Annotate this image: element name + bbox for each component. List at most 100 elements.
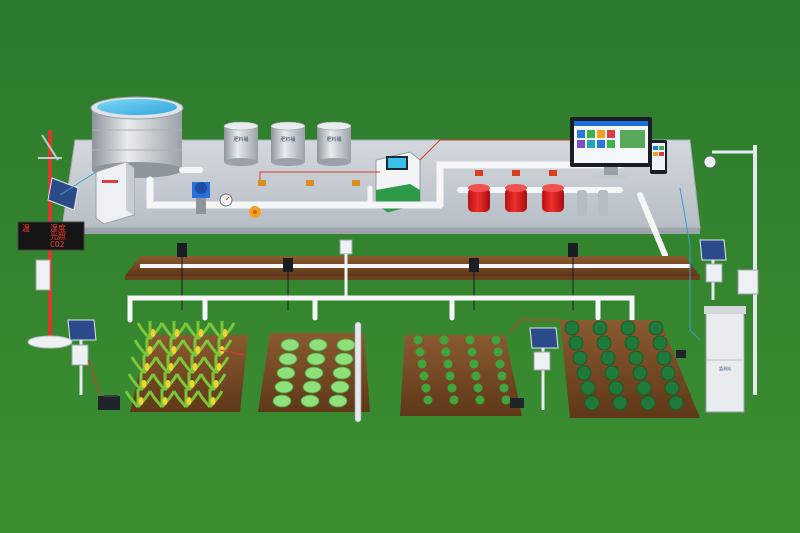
led-row-right: CO2: [50, 240, 65, 249]
solar-sensor-station: [529, 327, 559, 410]
field-distribution-pipe: [127, 295, 635, 323]
broccoli-plant: [636, 380, 652, 396]
dashboard-tiles: [577, 130, 645, 148]
dashboard-tile: [577, 130, 585, 138]
dashboard-camera-feed: [620, 130, 645, 148]
tank-valve: [306, 180, 314, 186]
seedling-plant: [439, 335, 449, 345]
cabbage-plant: [302, 380, 322, 394]
soil-sensor-probe: [510, 398, 524, 408]
broccoli-plant: [652, 335, 668, 351]
mobile-phone: [650, 140, 667, 174]
cabbage-plant: [276, 366, 296, 380]
broccoli-plant: [660, 365, 676, 381]
broccoli-plant: [664, 380, 680, 396]
corn-cob: [210, 397, 216, 405]
filter-tank-1: [468, 184, 490, 212]
control-cabinet: [95, 161, 135, 225]
flow-sensor-node: [568, 243, 578, 310]
flow-sensor-node: [283, 258, 293, 310]
filter-valve: [512, 170, 520, 176]
fertilizer-tank-1: 肥料桶: [223, 121, 259, 166]
corn-plant: [202, 355, 230, 375]
cabbage-plant: [306, 352, 326, 366]
broccoli-plant: [600, 350, 616, 366]
fertilizer-tank-label: 肥料桶: [233, 136, 248, 143]
dashboard-tile: [607, 130, 615, 138]
cabbage-plant: [300, 394, 320, 408]
valve: [249, 206, 261, 218]
cabbage-plant: [272, 394, 292, 408]
broccoli-plant: [648, 320, 664, 336]
corn-cob: [138, 397, 144, 405]
fertilizer-tank-label: 肥料桶: [326, 136, 341, 143]
seedling-plant: [473, 383, 483, 393]
surveillance-camera-icon: [703, 155, 717, 169]
corn-cob: [168, 363, 174, 371]
corn-plant: [196, 389, 224, 409]
seedling-plant: [467, 347, 477, 357]
corn-cob: [174, 329, 180, 337]
broccoli-plant: [632, 365, 648, 381]
cabbage-plant: [336, 338, 356, 352]
seedling-plant: [465, 335, 475, 345]
cabbage-plant: [328, 394, 348, 408]
flow-sensor-node: [177, 243, 187, 310]
seedling-plant: [501, 395, 511, 405]
field-corn: [124, 321, 248, 412]
tank-valve: [258, 180, 266, 186]
broccoli-plant: [640, 395, 656, 411]
control-wires: [59, 171, 701, 396]
broccoli-plant: [668, 395, 684, 411]
seedling-plant: [471, 371, 481, 381]
cabbage-plant: [278, 352, 298, 366]
filter-valve: [549, 170, 557, 176]
dashboard-tile: [597, 140, 605, 148]
dashboard-header: [574, 121, 648, 126]
corn-cob: [171, 346, 177, 354]
corn-cob: [216, 363, 222, 371]
broccoli-plant: [624, 335, 640, 351]
seedling-plant: [445, 371, 455, 381]
dashboard-tile: [597, 130, 605, 138]
seedling-plant: [415, 347, 425, 357]
dashboard-tile: [587, 130, 595, 138]
broccoli-plant: [592, 320, 608, 336]
seedling-plant: [421, 383, 431, 393]
corn-plant: [208, 321, 236, 341]
signal-wire: [419, 139, 570, 161]
soil-sensor-cluster: [98, 395, 120, 410]
broccoli-plant: [604, 365, 620, 381]
monitoring-computer: [570, 117, 652, 178]
corn-cob: [189, 380, 195, 388]
broccoli-plant: [568, 335, 584, 351]
disc-filter: [577, 190, 608, 216]
fertilizer-tank-label: 肥料桶: [280, 136, 295, 143]
seedling-plant: [469, 359, 479, 369]
broccoli-plant: [656, 350, 672, 366]
monitoring-cabinet: 监测站: [704, 306, 746, 413]
seedling-plant: [441, 347, 451, 357]
field-broccoli: [560, 320, 700, 418]
cabbage-plant: [332, 366, 352, 380]
corn-cob: [222, 329, 228, 337]
cabbage-plant: [308, 338, 328, 352]
corn-cob: [150, 329, 156, 337]
broccoli-plant: [580, 380, 596, 396]
water-pump: [192, 182, 210, 214]
corn-cob: [195, 346, 201, 354]
seedling-plant: [491, 335, 501, 345]
fertilizer-tank-2: 肥料桶: [270, 121, 306, 166]
corn-plant: [199, 372, 227, 392]
fertilizer-tank-3: 肥料桶: [316, 121, 352, 166]
broccoli-plant: [584, 395, 600, 411]
led-row-left: 温: [22, 224, 30, 233]
corn-cob: [147, 346, 153, 354]
pressure-sensor-node: [339, 239, 353, 300]
dashboard-tile: [577, 140, 585, 148]
weather-station: [27, 130, 79, 349]
broccoli-plant: [620, 320, 636, 336]
soil-moisture-probe: [354, 321, 362, 423]
field-cabbage: [258, 333, 370, 412]
